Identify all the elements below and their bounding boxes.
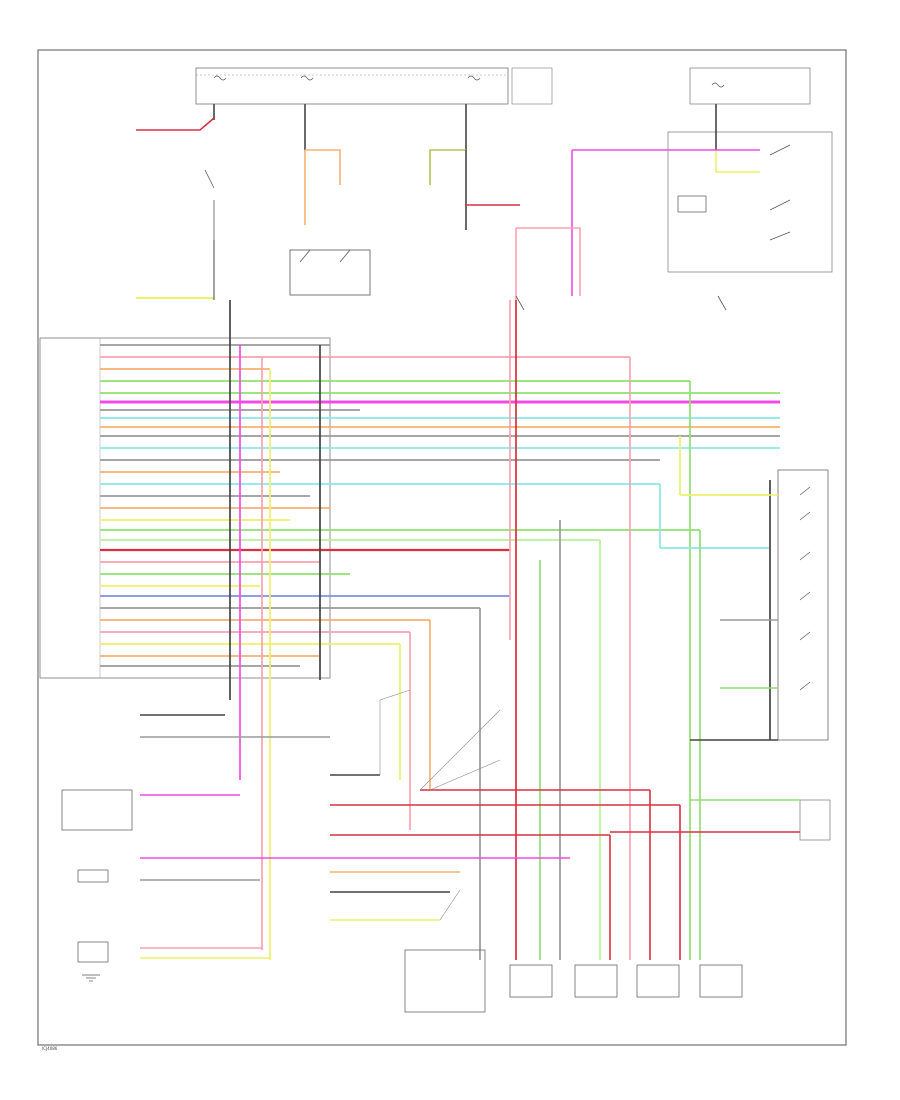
- fuse-icon: [213, 75, 481, 81]
- switch-icon: [769, 144, 791, 241]
- switch-icon: [204, 169, 727, 311]
- 4x4-control-module: [610, 799, 831, 841]
- connector-stub: [136, 240, 215, 300]
- transmission-range-sensor: [777, 469, 829, 741]
- fuse-box-right: [689, 67, 811, 105]
- diagram-code: ICJ4086: [42, 1046, 58, 1051]
- range-sensor-feeds: [690, 494, 778, 741]
- leader-lines: [379, 689, 501, 921]
- fuse-icon: [711, 82, 725, 88]
- solenoid-icon: [61, 789, 133, 963]
- vertical-wire-runs: [229, 300, 771, 960]
- left-lower-components: [140, 714, 570, 959]
- ground-icon: [82, 974, 100, 982]
- fuse-box-hot-at-all-times: [195, 67, 553, 105]
- solenoid-bodies: [404, 949, 743, 1013]
- relay-box-right: [667, 131, 833, 273]
- diagram-frame: [37, 49, 847, 1046]
- power-feeds: [136, 104, 760, 300]
- relay-icon: [677, 195, 707, 213]
- harness-wires: [100, 344, 780, 667]
- solenoid-feeds: [330, 774, 681, 960]
